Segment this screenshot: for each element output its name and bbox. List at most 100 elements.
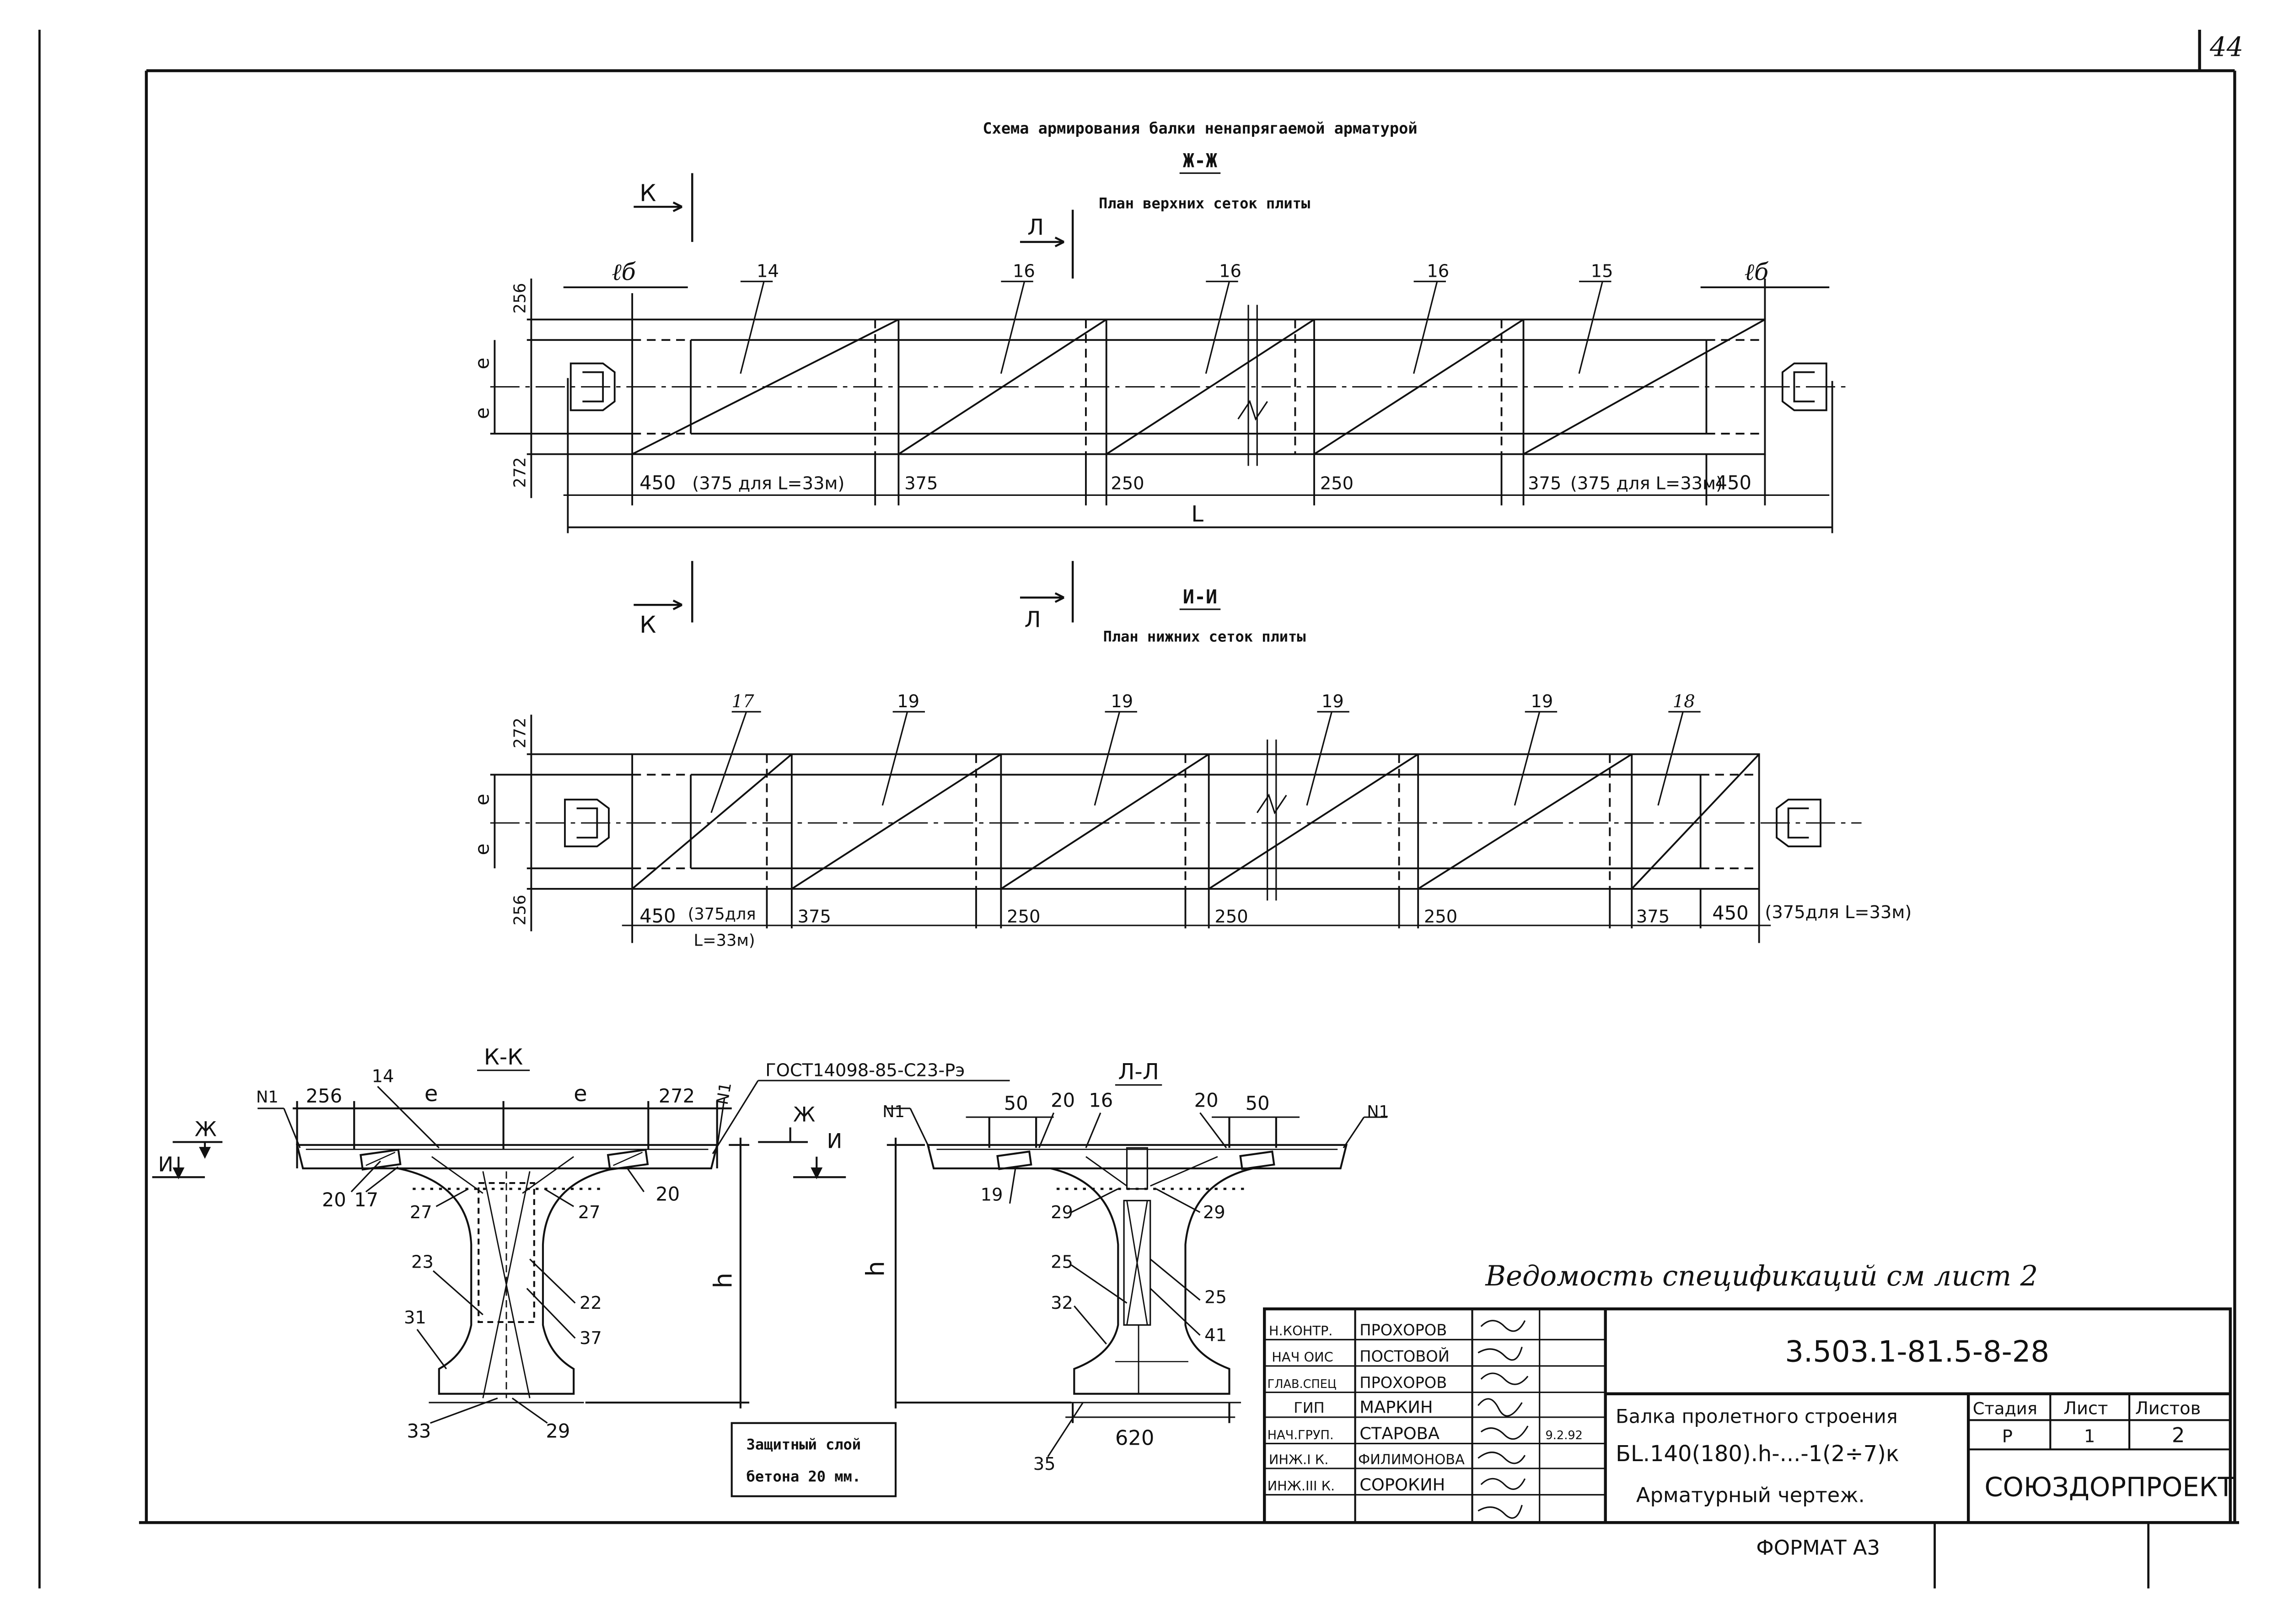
ll-dim-20-right: 20 [1194, 1089, 1219, 1112]
bottom-dim-450-right: 450 [1712, 902, 1748, 924]
kk-h: h [709, 1273, 738, 1288]
kk-dim-272: 272 [659, 1085, 695, 1107]
kk-mark-17: 17 [354, 1188, 378, 1211]
tb-role-6: ИНЖ.I К. [1269, 1452, 1329, 1467]
title-block [1263, 1307, 2232, 1524]
ll-h: h [861, 1261, 890, 1276]
bottom-dim-250-c: 250 [1424, 907, 1457, 927]
top-dim-375-right: 375 [1528, 473, 1561, 494]
bottom-side-dim-e1: e [471, 794, 494, 806]
cut-label-k-top: К [639, 179, 656, 207]
top-side-dim-272: 272 [511, 457, 530, 488]
kk-dim-256: 256 [306, 1085, 342, 1107]
tb-sheets: 2 [2172, 1423, 2185, 1447]
kk-n1-left: N1 [256, 1088, 279, 1107]
ll-dim-50-right: 50 [1246, 1092, 1270, 1114]
ll-mark-29-right: 29 [1203, 1202, 1225, 1223]
top-mark-3: 16 [1219, 261, 1241, 282]
bottom-dim-375-note-right: (375для L=33м) [1765, 902, 1912, 923]
top-dim-375-note-left: (375 для L=33м) [692, 473, 844, 494]
view-subtitle-top: План верхних сеток плиты [1099, 194, 1310, 212]
cut-label-k-bottom: К [639, 611, 656, 639]
tb-sheet: 1 [2084, 1426, 2095, 1447]
section-kk [152, 1080, 1010, 1424]
cut-marker-l-top [1020, 210, 1074, 279]
tb-role-3: ГЛАВ.СПЕЦ [1268, 1377, 1337, 1391]
tb-role-1: Н.КОНТР. [1269, 1323, 1333, 1339]
tb-org: СОЮЗДОРПРОЕКТ [1984, 1472, 2234, 1503]
tb-role-2: НАЧ ОИС [1272, 1349, 1333, 1365]
cover-note-line2: бетона 20 мм. [747, 1468, 861, 1485]
top-side-dim-e1: e [471, 358, 494, 370]
tb-name-line3: Арматурный чертеж. [1636, 1483, 1865, 1507]
tb-stage: Р [2002, 1426, 2013, 1447]
kk-mark-20-left: 20 [322, 1188, 346, 1211]
bottom-dim-375-note-b: L=33м) [693, 931, 755, 950]
ll-mark-32: 32 [1051, 1293, 1073, 1313]
kk-mark-14: 14 [372, 1066, 394, 1086]
kk-mark-37: 37 [580, 1328, 602, 1349]
kk-mark-31: 31 [404, 1307, 426, 1328]
bottom-dim-375-left: 375 [798, 907, 831, 927]
view-label-bottom: И-И [1183, 586, 1217, 608]
top-mark-4: 16 [1427, 261, 1449, 282]
tb-name-3: ПРОХОРОВ [1359, 1374, 1447, 1392]
tb-name-2: ПОСТОВОЙ [1359, 1347, 1450, 1365]
tb-stage-head: Стадия [1973, 1399, 2037, 1419]
ll-mark-19: 19 [981, 1184, 1003, 1205]
ll-mark-41: 41 [1204, 1325, 1227, 1346]
ll-width-620: 620 [1115, 1426, 1154, 1450]
bottom-mark-6: 18 [1673, 691, 1695, 712]
tb-name-5: СТАРОВА [1359, 1424, 1440, 1443]
cut-marker-l-bottom [1020, 561, 1074, 623]
tb-name-1: ПРОХОРОВ [1359, 1321, 1447, 1339]
tb-date: 9.2.92 [1546, 1429, 1583, 1442]
kk-dim-e2: e [574, 1081, 587, 1107]
ll-mark-16: 16 [1089, 1089, 1113, 1112]
tb-name-4: МАРКИН [1359, 1397, 1433, 1417]
bottom-mark-1: 17 [732, 691, 754, 712]
section-kk-gost: ГОСТ14098-85-С23-Рэ [765, 1060, 965, 1081]
cut-label-l-top: Л [1027, 215, 1044, 240]
cover-note-line1: Защитный слой [747, 1436, 861, 1453]
ll-n1-left: N1 [882, 1102, 905, 1121]
tb-name-line1: Балка пролетного строения [1616, 1405, 1898, 1428]
section-kk-label: К-К [484, 1044, 523, 1070]
spec-reference: Ведомость спецификаций см лист 2 [1485, 1260, 2038, 1292]
kk-mark-27-right: 27 [578, 1202, 601, 1223]
top-mark-2: 16 [1013, 261, 1035, 282]
bottom-dim-375-note-a: (375для [688, 905, 756, 924]
bottom-dim-250-b: 250 [1214, 907, 1248, 927]
kk-mark-22: 22 [580, 1293, 602, 1313]
lb-right: ℓб [1745, 258, 1769, 286]
ll-dim-20-left: 20 [1051, 1089, 1075, 1112]
drawing-title: Схема армирования балки ненапрягаемой ар… [983, 119, 1417, 137]
bottom-dim-250-a: 250 [1007, 907, 1040, 927]
kk-n1-right: N1 [713, 1081, 736, 1106]
bottom-dim-375-right: 375 [1636, 907, 1670, 927]
top-plan [490, 278, 1852, 533]
ll-dim-50-left: 50 [1004, 1092, 1028, 1114]
cut-label-l-bottom: Л [1025, 607, 1041, 632]
ll-mark-29-left: 29 [1051, 1202, 1073, 1223]
lb-left: ℓб [612, 258, 636, 286]
ll-mark-25-right: 25 [1204, 1287, 1227, 1307]
ll-n1-right: N1 [1367, 1102, 1389, 1121]
kk-mark-29: 29 [546, 1420, 570, 1442]
format-label: ФОРМАТ А3 [1756, 1536, 1880, 1560]
overall-length: L [1191, 501, 1203, 527]
bottom-mark-2: 19 [897, 691, 919, 712]
ll-mark-25-left: 25 [1051, 1252, 1073, 1273]
bottom-side-dim-272: 272 [511, 718, 530, 748]
view-label-top: Ж-Ж [1183, 150, 1217, 172]
tb-role-7: ИНЖ.III К. [1268, 1478, 1335, 1494]
ll-mark-35: 35 [1033, 1454, 1056, 1474]
top-dim-250-b: 250 [1320, 473, 1354, 494]
view-subtitle-bottom: План нижних сеток плиты [1103, 628, 1306, 645]
kk-mark-33: 33 [407, 1420, 431, 1442]
kk-cut-zh-left: Ж [195, 1117, 217, 1141]
bottom-mark-3: 19 [1111, 691, 1133, 712]
top-dim-375: 375 [904, 473, 938, 494]
top-dim-450-left: 450 [639, 472, 676, 494]
